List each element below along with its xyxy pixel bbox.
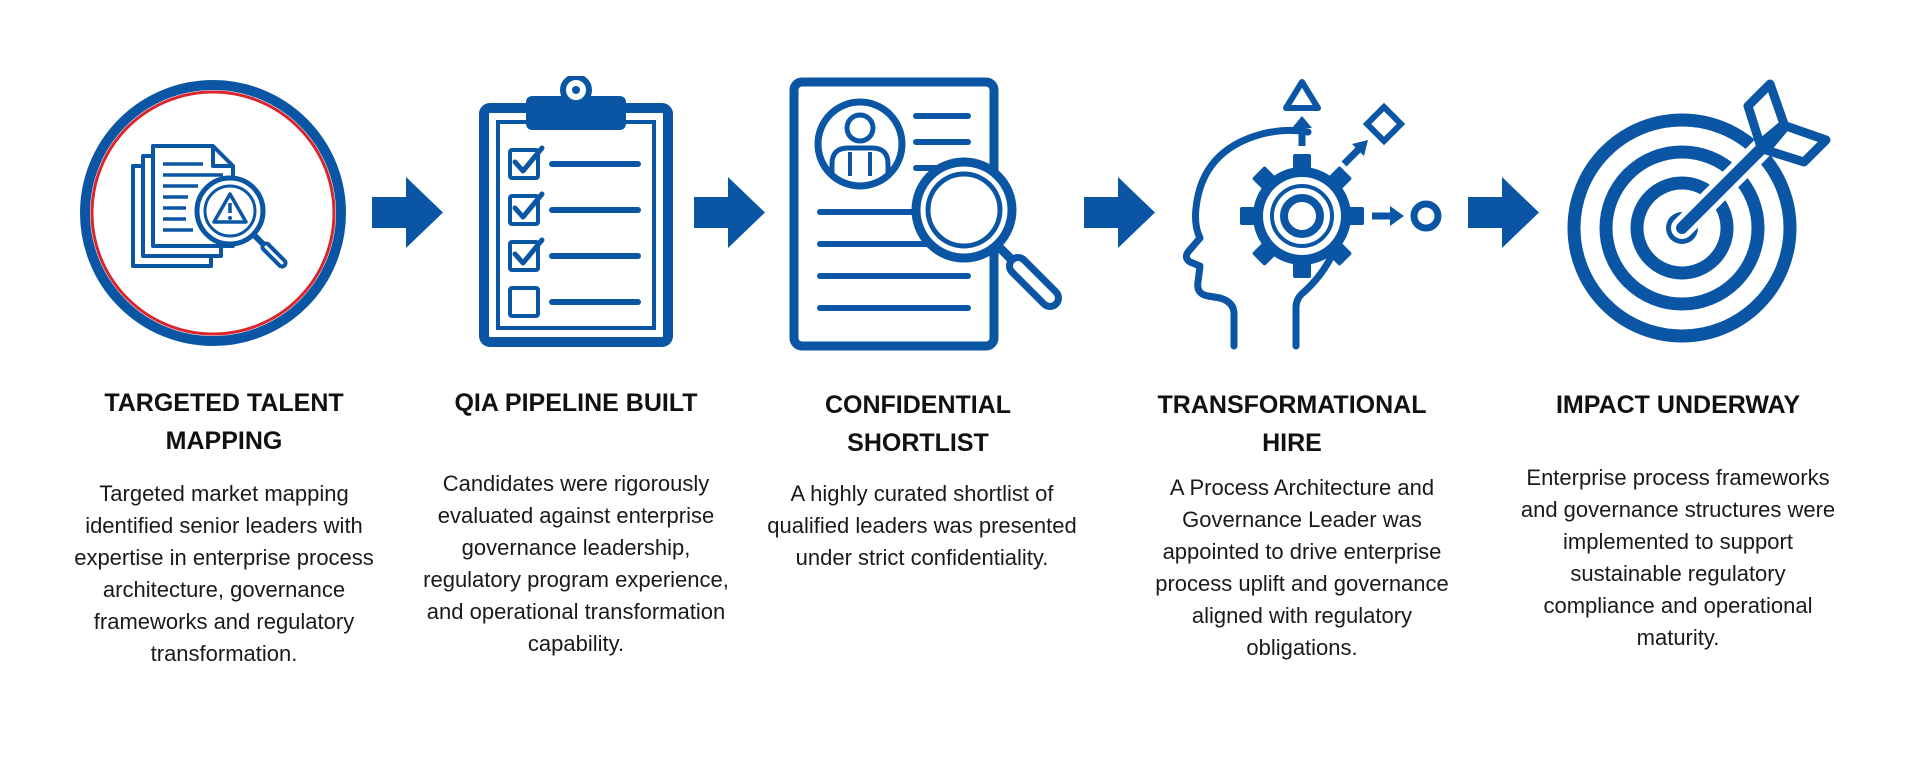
step-5-title: IMPACT UNDERWAY [1555,391,1800,419]
step-2-description: Candidates were rigorously evaluated aga… [423,471,729,656]
document-search-warning-icon [80,80,346,346]
step-1-description: Targeted market mapping identified senio… [74,481,374,666]
step-3-title: CONFIDENTIAL SHORTLIST [824,391,1012,457]
resume-magnifier-icon [789,77,1062,351]
target-dart-icon [1567,79,1831,343]
flow-arrow-icon [694,177,765,248]
step-2-title: QIA PIPELINE BUILT [454,389,698,417]
flow-arrow-icon [1468,177,1539,248]
clipboard-checklist-icon [479,76,673,347]
step-4-description: A Process Architecture and Governance Le… [1155,475,1449,660]
step-4-title: TRANSFORMATIONAL HIRE [1157,391,1427,457]
flow-arrow-icon [1084,177,1155,248]
step-5-description: Enterprise process frameworks and govern… [1520,465,1836,650]
step-1-title: TARGETED TALENT MAPPING [104,389,344,455]
step-3-description: A highly curated shortlist of qualified … [767,481,1077,570]
head-gear-ideas-icon [1182,79,1442,350]
flow-arrow-icon [372,177,443,248]
